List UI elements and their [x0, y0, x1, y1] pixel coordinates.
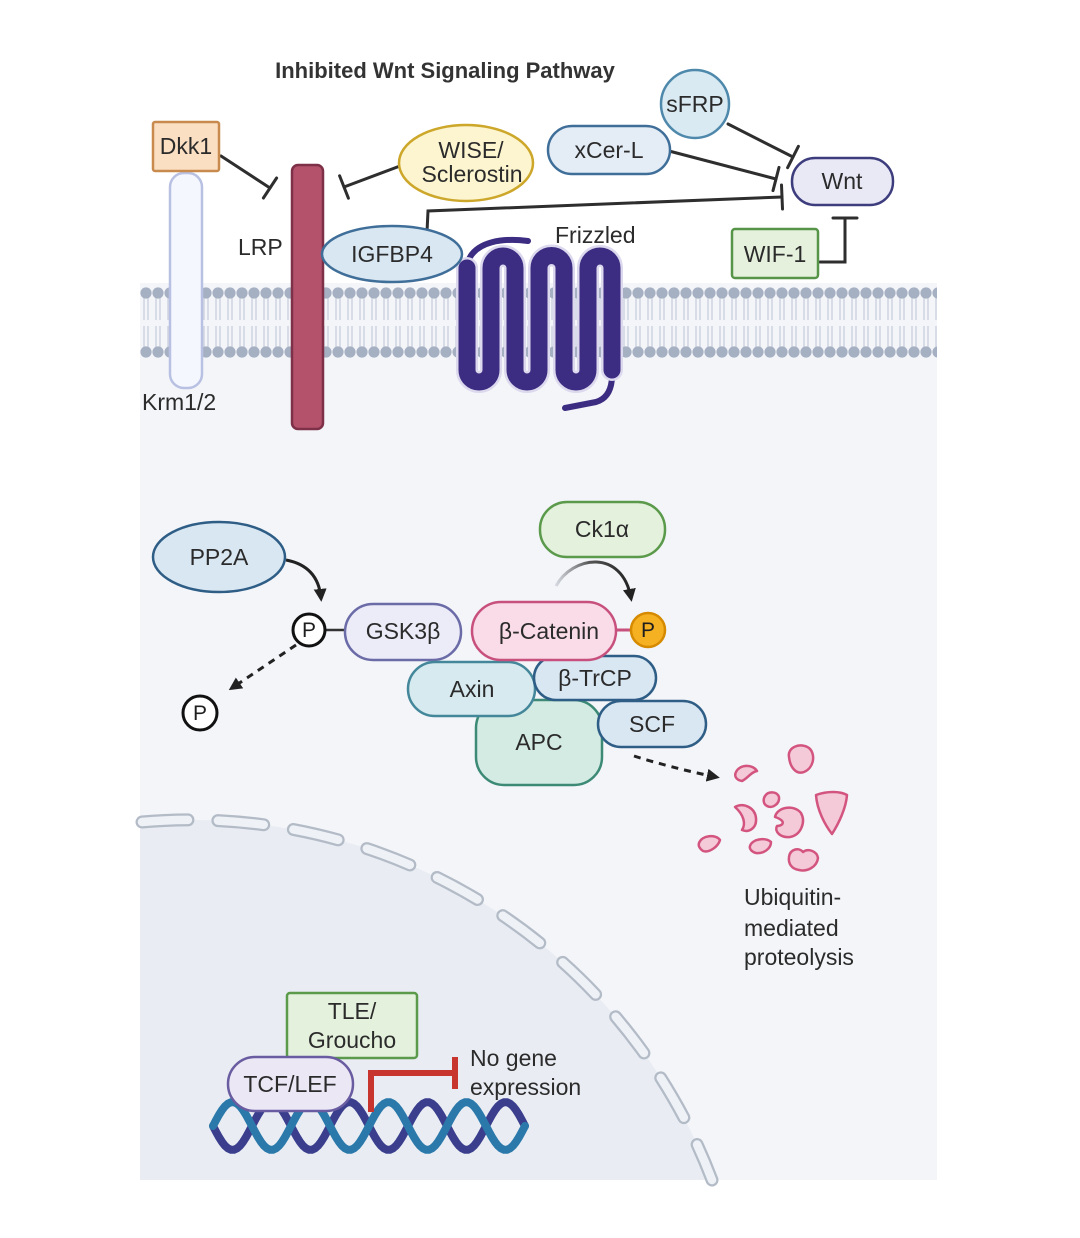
dkk1-label: Dkk1 [160, 133, 212, 159]
scf-node [596, 699, 708, 749]
protein-fragment [734, 764, 759, 783]
wnt-node [790, 156, 895, 207]
wif1-label: WIF-1 [744, 241, 807, 267]
beta-catenin-label: β-Catenin [499, 618, 599, 644]
released-phosphate [181, 694, 219, 732]
beta-trcp-label: β-TrCP [558, 665, 632, 691]
wise-inhibits-lrp [338, 164, 402, 200]
gsk3b-node [343, 602, 463, 662]
igfbp4-node [320, 224, 464, 284]
wise-label-line2: Sclerostin [422, 161, 523, 187]
protein-fragment [814, 790, 849, 836]
dna-strand-2 [209, 1098, 529, 1154]
protein-fragment [787, 744, 815, 774]
axin-node [406, 660, 537, 718]
proteolysis-label-line1: Ubiquitin- [744, 884, 841, 910]
lrp-receptor [290, 163, 325, 431]
diagram-title: Inhibited Wnt Signaling Pathway [275, 58, 616, 83]
protein-fragment [773, 806, 805, 839]
released-phosphate-label: P [193, 702, 207, 725]
frizzled-label: Frizzled [555, 222, 636, 248]
krm-label: Krm1/2 [142, 389, 216, 415]
sfrp-label: sFRP [666, 91, 724, 117]
protein-fragment [697, 834, 722, 853]
tle-groucho-label-line2: Groucho [308, 1027, 396, 1053]
dkk1-node [151, 120, 221, 173]
nuclear-envelope [135, 813, 719, 1187]
ck1a-label: Ck1α [575, 516, 629, 542]
tle-groucho-label-line1: TLE/ [328, 998, 377, 1024]
wise-sclerostin-node [397, 123, 535, 203]
protein-fragment [762, 791, 781, 809]
sfrp-node [659, 68, 731, 140]
wise-label-line1: WISE/ [438, 137, 504, 163]
ck1a-node [538, 500, 667, 559]
dkk1-inhibits-lrp [219, 154, 279, 200]
wif1-node [730, 227, 820, 280]
gsk3b-label: GSK3β [366, 618, 441, 644]
apc-label: APC [515, 729, 562, 755]
igfbp4-inhibits-wnt [425, 183, 784, 234]
beta-catenin-phosphate-label: P [641, 619, 655, 642]
gsk3b-phosphate-label: P [302, 619, 316, 642]
axin-label: Axin [450, 676, 495, 702]
xcer-l-node [546, 124, 672, 176]
krm-receptor [168, 171, 204, 390]
xcer-inhibits-wnt [667, 149, 781, 193]
transcription-repression-symbol [368, 1057, 458, 1112]
no-gene-expression-line1: No gene [470, 1045, 557, 1071]
apc-node [474, 698, 604, 787]
protein-fragment [733, 803, 758, 833]
proteolysis-label-line3: proteolysis [744, 944, 854, 970]
tcf-lef-label: TCF/LEF [243, 1071, 336, 1097]
frizzled-receptor [456, 236, 623, 411]
ck1a-phosphorylation-arrow [554, 560, 636, 602]
pp2a-label: PP2A [190, 544, 249, 570]
wif1-inhibits-wnt [818, 216, 859, 264]
scf-label: SCF [629, 711, 675, 737]
pp2a-node [151, 520, 287, 594]
proteolysis-label-line2: mediated [744, 915, 839, 941]
degradation-arrow [633, 754, 720, 782]
no-gene-expression-line2: expression [470, 1074, 581, 1100]
protein-fragment [787, 848, 820, 872]
sfrp-inhibits-wnt [726, 122, 800, 170]
frizzled-helices [458, 247, 621, 391]
wnt-label: Wnt [822, 168, 864, 194]
igfbp4-label: IGFBP4 [351, 241, 433, 267]
gsk3b-phosphate [291, 612, 327, 648]
beta-catenin-phosphate [629, 611, 667, 649]
tcf-lef-node [226, 1055, 355, 1113]
protein-fragments [697, 744, 849, 872]
tle-groucho-node [285, 991, 419, 1060]
protein-fragment [748, 837, 773, 855]
lrp-label: LRP [238, 234, 283, 260]
pp2a-dephosphorylation-arrow [285, 558, 327, 602]
xcer-l-label: xCer-L [574, 137, 643, 163]
